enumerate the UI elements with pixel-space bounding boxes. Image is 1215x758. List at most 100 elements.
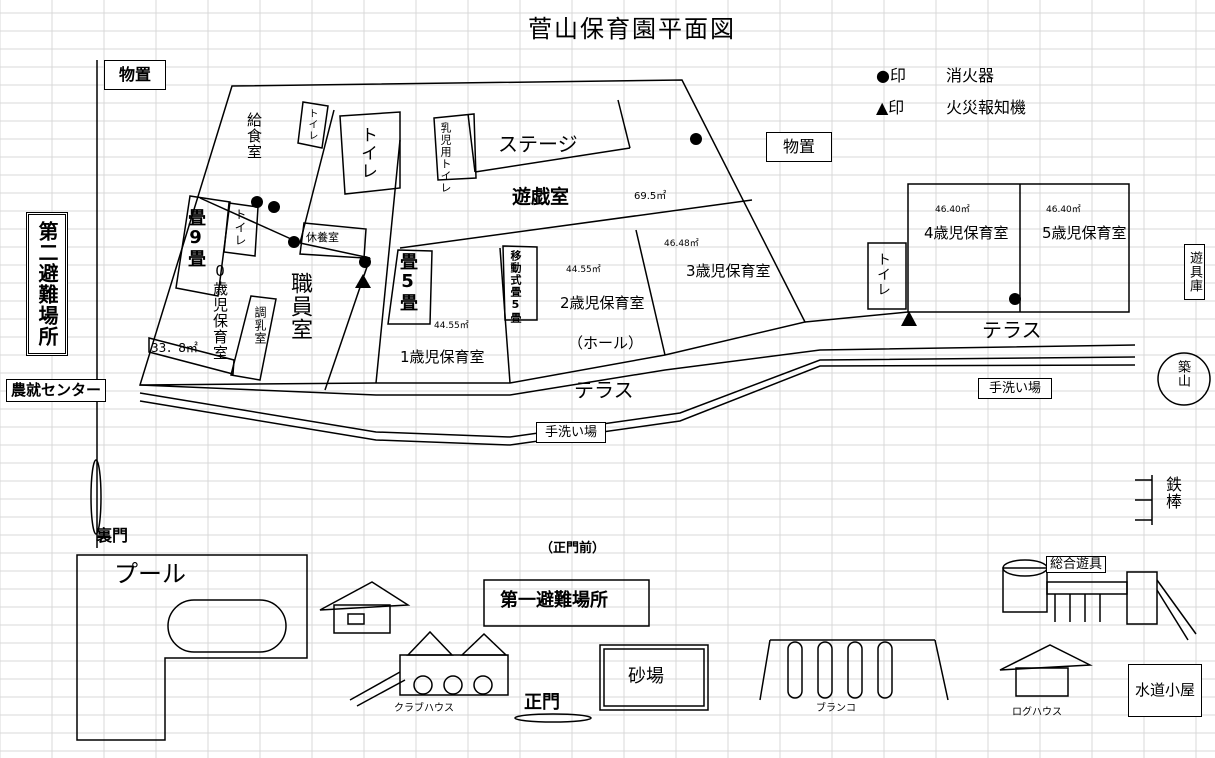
wall-stage-right (617, 99, 631, 149)
water-hut-label: 水道小屋 (1128, 664, 1203, 717)
fire-alarm-icon (901, 311, 917, 326)
page-title: 菅山保育園平面図 (528, 15, 736, 43)
legend-extinguisher-mark: ●印 (876, 66, 906, 85)
legend-alarm-label: 火災報知機 (946, 98, 1027, 117)
right-building (907, 183, 1130, 313)
rest-room-label: 休養室 (306, 231, 339, 244)
tatami5-label: 畳5畳 (397, 252, 418, 312)
one-year-label: 1歳児保育室 (400, 348, 485, 366)
terrace-connector (804, 311, 909, 323)
wall-stage-left (467, 113, 476, 173)
storage-center: 物置 (766, 132, 833, 162)
wall-2-3 (635, 229, 666, 356)
pool-label: プール (114, 560, 186, 588)
extinguisher-icon (359, 256, 371, 268)
extinguisher-icon (251, 196, 263, 208)
two-year-area: 44.55㎡ (566, 265, 601, 275)
terrace-left-label: テラス (574, 378, 634, 402)
playroom-label: 遊戯室 (512, 186, 570, 208)
combined-play-label: 総合遊具 (1046, 556, 1107, 573)
house-roof (319, 581, 411, 611)
toilet-kitchen-box (297, 101, 329, 149)
play-slide-1 (1156, 579, 1197, 635)
sandbox-inner (603, 648, 705, 707)
toilet-small-label: トイレ (233, 208, 247, 247)
pool-outline (76, 554, 308, 741)
zero-area-label-box (148, 337, 235, 375)
handwash-left: 手洗い場 (536, 422, 607, 443)
tatami9-label: 畳9畳 (185, 208, 206, 268)
extinguisher-icon (268, 201, 280, 213)
stage-label: ステージ (498, 132, 578, 156)
clubhouse-roof-1 (406, 630, 454, 656)
house-window (347, 613, 365, 625)
play-bridge (1046, 581, 1128, 595)
kitchen-label: 給食室 (245, 112, 263, 160)
movable-tatami-box (502, 245, 538, 321)
wall-kitchen-staff (299, 109, 335, 244)
main-building-outline (138, 79, 807, 386)
storage-topleft: 物置 (104, 60, 167, 90)
infant-toilet-label: 乳児用トイレ (439, 122, 452, 194)
extinguisher-icon (1009, 293, 1021, 305)
clubhouse-label: クラブハウス (394, 703, 454, 714)
toilet-right-box (867, 242, 907, 310)
toilet-large-box (339, 111, 401, 195)
wall-playroom-left (375, 139, 401, 384)
play-drum (1002, 567, 1048, 613)
extinguisher-icon (690, 133, 702, 145)
zero-area-label: 33．8㎡ (151, 341, 198, 355)
clubhouse-roof-2 (460, 632, 508, 656)
first-evac-frame (483, 579, 650, 627)
fire-alarm-icon (355, 274, 371, 288)
handwash-right: 手洗い場 (978, 378, 1053, 399)
house-body (333, 604, 391, 634)
legend-alarm-mark: ▲印 (876, 98, 905, 117)
swing-seat-2 (817, 641, 833, 699)
movable-tatami-label: 移動式畳5畳 (509, 250, 522, 324)
agri-center-label: 農就センター (6, 379, 107, 402)
pool-basin (167, 599, 287, 653)
infant-toilet-box (433, 113, 477, 181)
front-gate-label: 正門 (524, 692, 560, 713)
front-gate-mark (514, 713, 592, 723)
wall-playroom-bottom (399, 199, 753, 249)
loghouse-label: ログハウス (1012, 707, 1062, 718)
clubhouse-window-1 (413, 675, 433, 695)
terrace-right-label: テラス (982, 318, 1042, 342)
three-year-label: 3歳児保育室 (686, 262, 771, 280)
first-evacuation-sign: 第一避難場所 (500, 590, 608, 611)
four-year-area: 46.40㎡ (935, 205, 970, 215)
toilet-right-label: トイレ (875, 252, 891, 297)
four-year-label: 4歳児保育室 (924, 224, 1009, 242)
wall-staff-top (299, 242, 371, 259)
milk-room-label: 調乳室 (253, 306, 267, 345)
second-evacuation-sign: 第二避難場所 (26, 212, 68, 356)
tatami9-box (175, 195, 231, 297)
staff-room-label: 職員室 (287, 272, 312, 341)
zero-year-label: 0歳児保育室 (211, 262, 229, 361)
mound-circle (1157, 352, 1211, 406)
swing-leg-left (759, 639, 771, 701)
clubhouse-body (399, 654, 509, 696)
swing-seat-1 (787, 641, 803, 699)
two-year-hall: （ホール） (568, 334, 644, 352)
play-slide-2 (1156, 589, 1189, 641)
back-gate-label: 裏門 (96, 526, 129, 545)
playroom-area: 69.5㎡ (634, 191, 667, 202)
wall-kitchen-bottom (199, 197, 301, 244)
legend-extinguisher-label: 消火器 (946, 66, 995, 85)
iron-bar-label: 鉄棒 (1163, 476, 1182, 510)
west-gate-oval (90, 459, 102, 535)
play-tower (1126, 571, 1158, 625)
milk-room-box (230, 295, 277, 381)
terrace-line-3 (139, 364, 1136, 446)
swing-seat-4 (877, 641, 893, 699)
tatami5-box (387, 249, 433, 325)
extinguisher-icon (288, 236, 300, 248)
five-year-label: 5歳児保育室 (1042, 224, 1127, 242)
mound-label: 築山 (1175, 360, 1190, 388)
one-year-area: 44.55㎡ (434, 321, 469, 331)
